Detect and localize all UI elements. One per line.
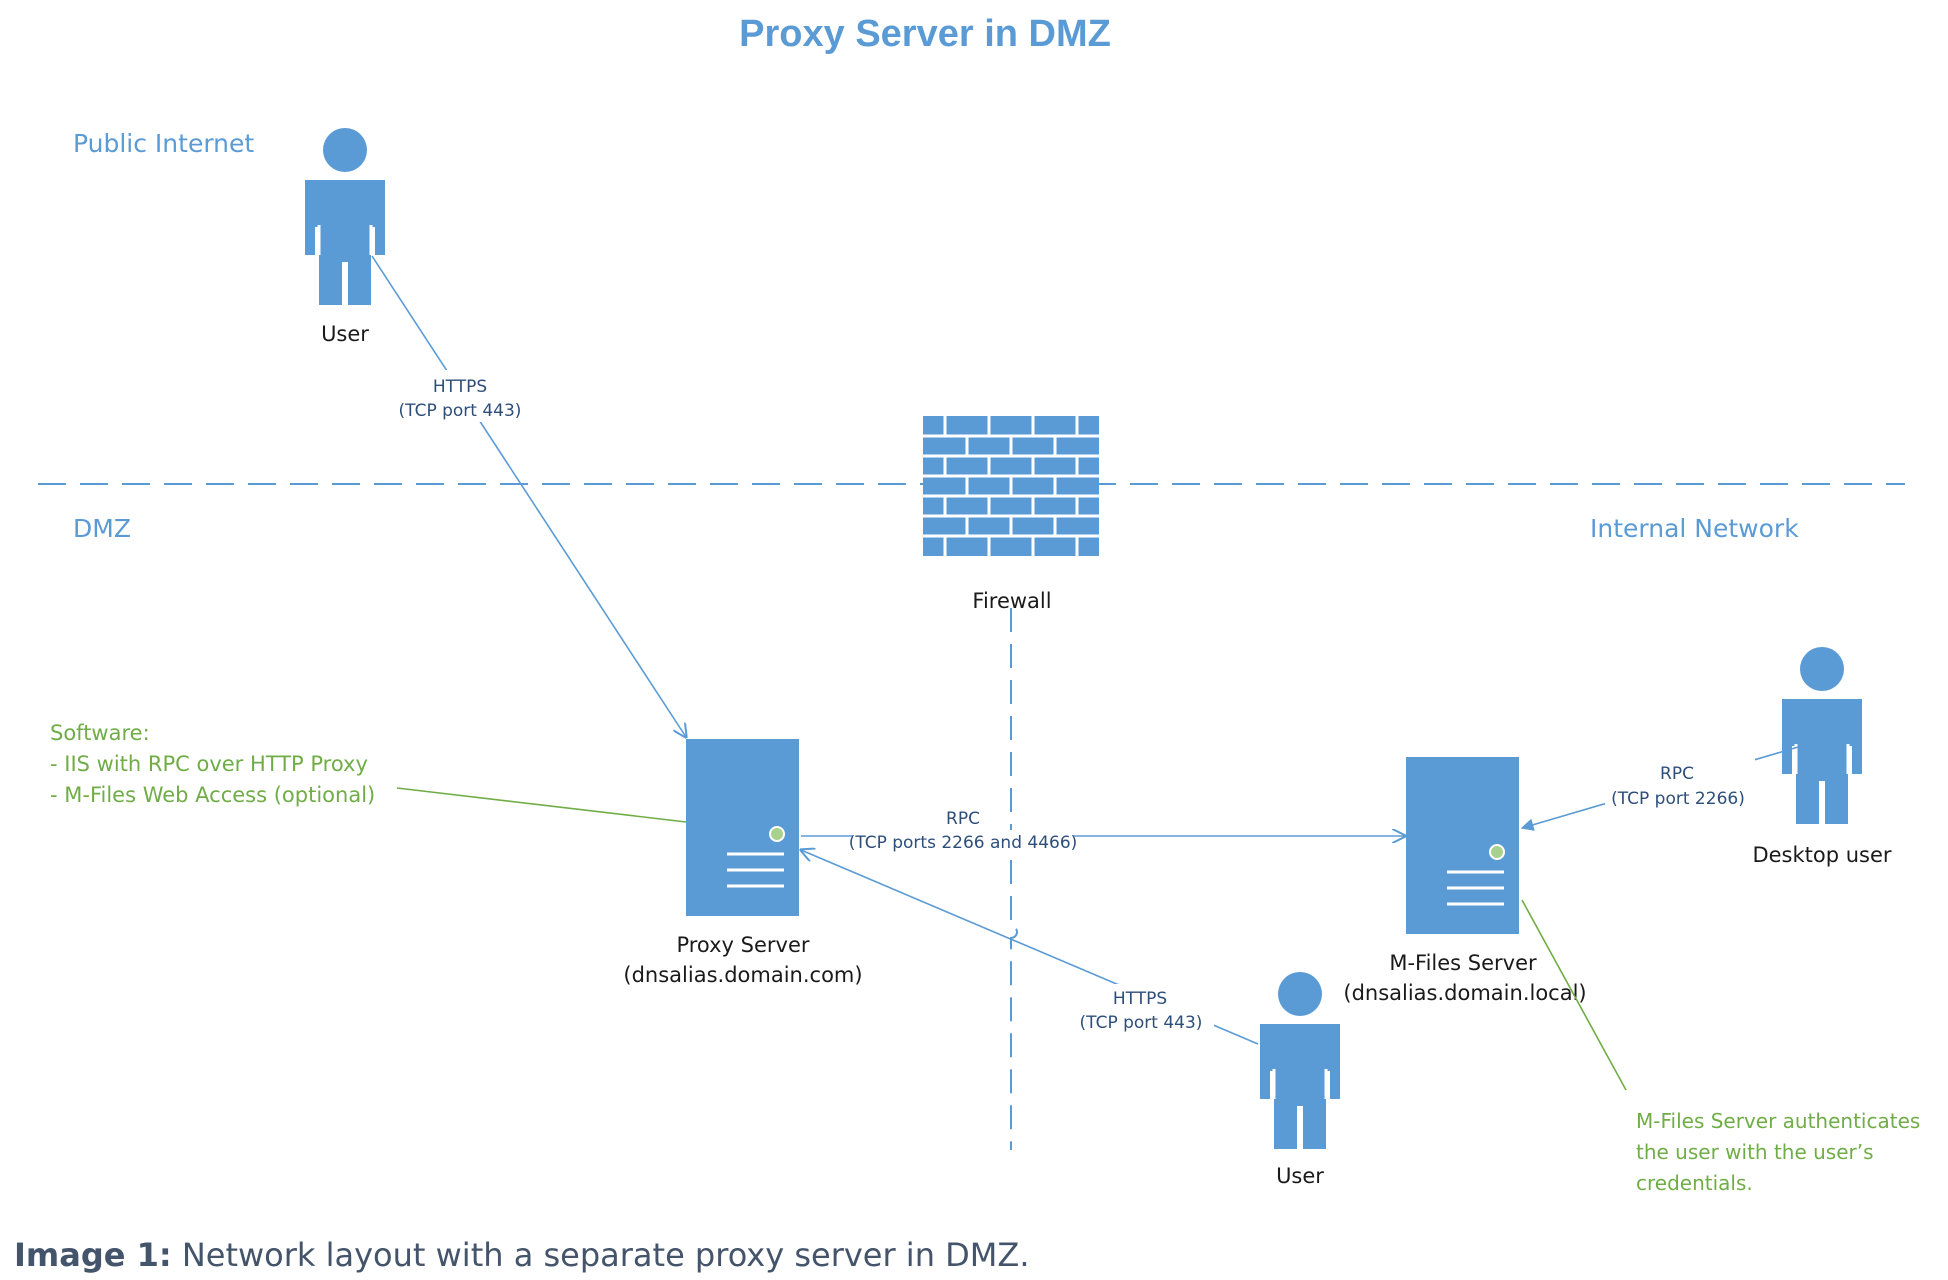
zone-label-internal-network: Internal Network xyxy=(1590,514,1799,543)
dmz-internal-boundary xyxy=(1010,608,1018,1150)
proxy-server-host: (dnsalias.domain.com) xyxy=(623,963,862,987)
software-note-line-2: - IIS with RPC over HTTP Proxy xyxy=(50,752,368,776)
diagram-title: Proxy Server in DMZ xyxy=(739,13,1111,55)
mfiles-server-icon xyxy=(1406,757,1519,934)
auth-note-leader xyxy=(1521,899,1627,1091)
zone-label-public-internet: Public Internet xyxy=(73,129,254,158)
proxy-server-name: Proxy Server xyxy=(676,933,809,957)
auth-note-line-1: M-Files Server authenticates xyxy=(1636,1109,1920,1133)
bottom-user-icon xyxy=(1260,972,1340,1149)
rpc-desktop-port-label: (TCP port 2266) xyxy=(1611,789,1745,809)
rpc-main-port-label: (TCP ports 2266 and 4466) xyxy=(849,833,1078,853)
top-https-connector xyxy=(371,255,686,737)
zone-label-dmz: DMZ xyxy=(73,514,131,543)
mfiles-server-name: M-Files Server xyxy=(1389,951,1537,975)
desktop-user-icon xyxy=(1782,647,1862,824)
software-note-leader xyxy=(396,787,687,823)
top-https-port-label: (TCP port 443) xyxy=(399,401,522,421)
bottom-https-protocol-label: HTTPS xyxy=(1113,989,1167,1009)
rpc-desktop-protocol-label: RPC xyxy=(1660,764,1694,784)
firewall-icon xyxy=(923,416,1099,556)
software-note-line-3: - M-Files Web Access (optional) xyxy=(50,783,375,807)
figure-caption: Image 1: Network layout with a separate … xyxy=(14,1236,1029,1274)
top-user-icon xyxy=(305,128,385,305)
firewall-label: Firewall xyxy=(972,589,1051,613)
caption-label: Image 1: xyxy=(14,1236,172,1274)
rpc-main-protocol-label: RPC xyxy=(946,809,980,829)
caption-text: Network layout with a separate proxy ser… xyxy=(172,1236,1030,1274)
bottom-user-label: User xyxy=(1276,1164,1324,1188)
auth-note-line-3: credentials. xyxy=(1636,1171,1753,1195)
desktop-user-label: Desktop user xyxy=(1752,843,1891,867)
top-https-protocol-label: HTTPS xyxy=(433,377,487,397)
bottom-https-port-label: (TCP port 443) xyxy=(1080,1013,1203,1033)
top-user-label: User xyxy=(321,322,369,346)
proxy-server-icon xyxy=(686,739,799,916)
auth-note-line-2: the user with the user’s xyxy=(1636,1140,1874,1164)
mfiles-server-host: (dnsalias.domain.local) xyxy=(1343,981,1586,1005)
software-note-line-1: Software: xyxy=(50,721,150,745)
